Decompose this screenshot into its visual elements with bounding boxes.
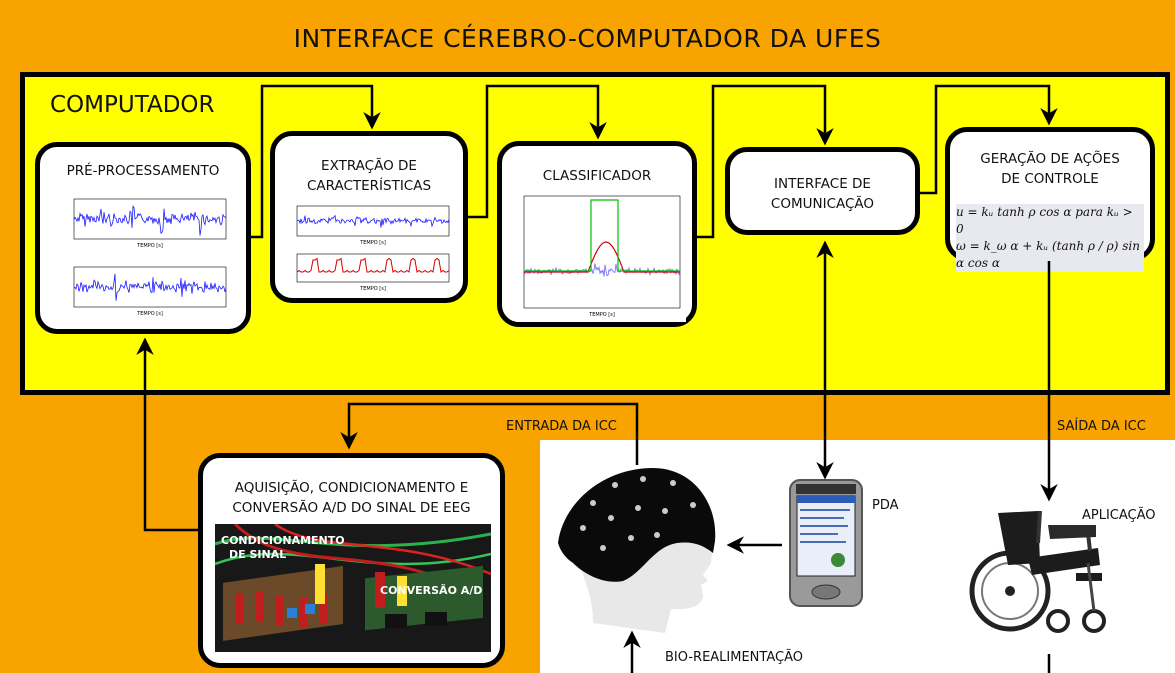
eeg-cap-head-image xyxy=(558,468,716,633)
preprocessing-plots: TEMPO [s] TEMPO [s] xyxy=(62,191,232,327)
conversion-label: CONVERSÃO A/D xyxy=(380,584,482,597)
feature-extraction-title-1: EXTRAÇÃO DE xyxy=(321,158,417,174)
control-title-2: DE CONTROLE xyxy=(1001,171,1099,187)
acquisition-title-2: CONVERSÃO A/D DO SINAL DE EEG xyxy=(232,500,471,516)
biofeedback-label: BIO-REALIMENTAÇÃO xyxy=(665,650,803,665)
equation-1: u = kᵤ tanh ρ cos α para kᵤ > 0 xyxy=(956,205,1133,236)
pda-label: PDA xyxy=(872,498,899,513)
feature-extraction-block: EXTRAÇÃO DE CARACTERÍSTICAS TEMPO [s] TE… xyxy=(270,131,468,303)
acquisition-block: AQUISIÇÃO, CONDICIONAMENTO E CONVERSÃO A… xyxy=(198,453,505,668)
control-title-1: GERAÇÃO DE AÇÕES xyxy=(980,151,1120,167)
wheelchair-image xyxy=(969,510,1106,633)
classifier-x-label: TEMPO [s] xyxy=(588,312,615,318)
feature-extraction-x-label-1: TEMPO [s] xyxy=(359,240,386,246)
equation-2: ω = k_ω α + kᵤ (tanh ρ / ρ) sin α cos α xyxy=(956,239,1140,270)
classifier-plot: TEMPO [s] xyxy=(516,192,686,322)
communication-block: INTERFACE DE COMUNICAÇÃO xyxy=(725,147,920,235)
diagram-title: INTERFACE CÉREBRO-COMPUTADOR DA UFES xyxy=(293,24,882,53)
control-equations: u = kᵤ tanh ρ cos α para kᵤ > 0 ω = k_ω … xyxy=(956,204,1144,272)
conditioning-label-1: CONDICIONAMENTO xyxy=(221,534,345,547)
communication-title-2: COMUNICAÇÃO xyxy=(770,196,875,212)
feature-extraction-title-2: CARACTERÍSTICAS xyxy=(306,178,432,194)
acquisition-title-1: AQUISIÇÃO, CONDICIONAMENTO E xyxy=(234,480,469,496)
control-block: GERAÇÃO DE AÇÕES DE CONTROLE u = kᵤ tanh… xyxy=(945,127,1155,272)
preprocessing-title: PRÉ-PROCESSAMENTO xyxy=(66,163,220,179)
classifier-block: CLASSIFICADOR TEMPO [s] xyxy=(497,141,697,327)
conditioning-label-2: DE SINAL xyxy=(229,548,286,561)
output-label: SAÍDA DA ICC xyxy=(1057,419,1146,434)
preprocessing-x-label-1: TEMPO [s] xyxy=(136,243,163,249)
application-label: APLICAÇÃO xyxy=(1082,508,1156,523)
classifier-title: CLASSIFICADOR xyxy=(542,168,652,184)
acquisition-board-photo: CONDICIONAMENTO DE SINAL CONVERSÃO A/D xyxy=(215,524,491,652)
computer-label: COMPUTADOR xyxy=(50,92,215,118)
input-label: ENTRADA DA ICC xyxy=(506,419,617,434)
preprocessing-block: PRÉ-PROCESSAMENTO TEMPO [s] TEMPO [s] xyxy=(35,142,251,334)
communication-title-1: INTERFACE DE xyxy=(774,176,871,192)
pda-image xyxy=(789,479,863,607)
feature-extraction-x-label-2: TEMPO [s] xyxy=(359,286,386,292)
feature-extraction-plots: TEMPO [s] TEMPO [s] xyxy=(287,198,455,294)
preprocessing-x-label-2: TEMPO [s] xyxy=(136,311,163,317)
